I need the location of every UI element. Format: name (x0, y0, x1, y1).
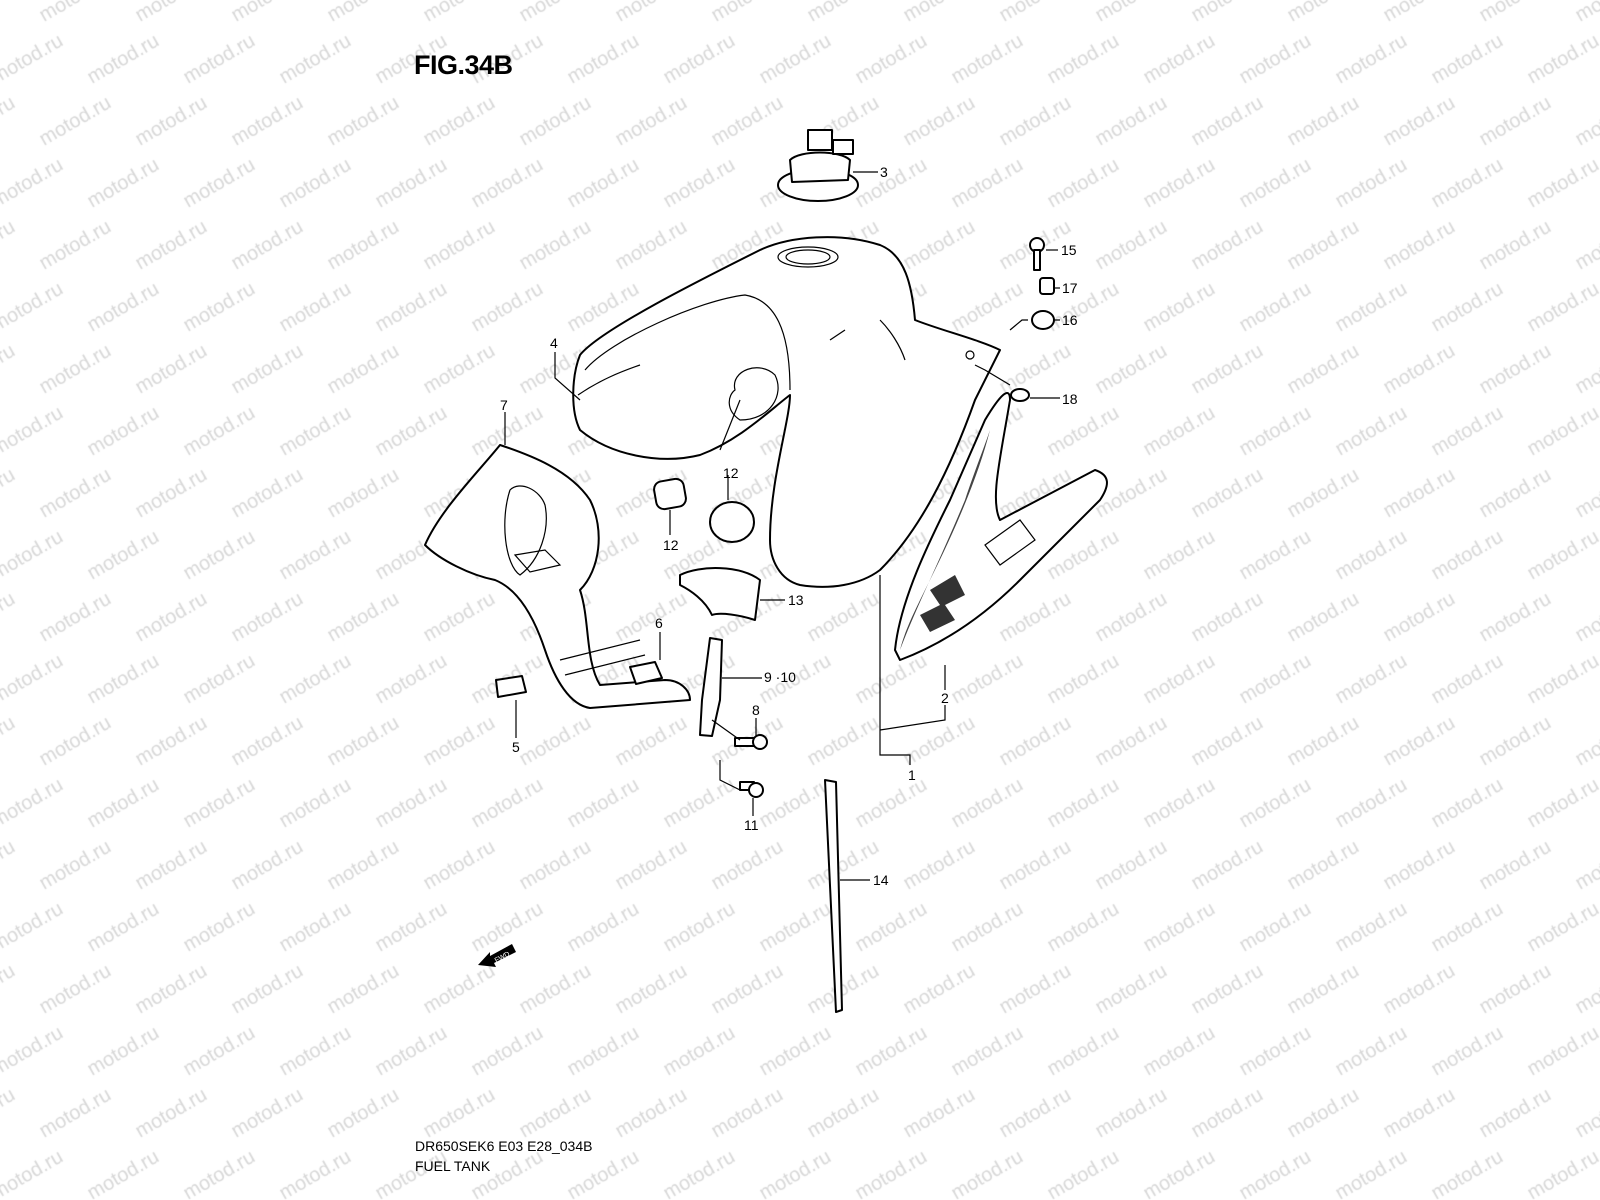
callout-14: 14 (873, 872, 889, 888)
callout-11: 11 (744, 817, 759, 833)
fuel-cap-part-3[interactable] (777, 129, 859, 202)
callout-6: 6 (655, 615, 663, 631)
callout-17: 17 (1062, 280, 1078, 296)
callout-12-upper: 12 (723, 465, 739, 481)
tank-decal-part-2[interactable] (894, 392, 1108, 661)
fuel-tank-part-1[interactable] (572, 236, 1001, 588)
leader-lines (504, 171, 1060, 881)
cushion-part-5[interactable] (495, 675, 527, 698)
tank-shroud-part-7[interactable] (424, 444, 691, 709)
callout-15: 15 (1061, 242, 1077, 258)
bolt-part-8[interactable] (734, 734, 768, 750)
cushion-part-13[interactable] (679, 567, 761, 621)
model-code: DR650SEK6 E03 E28_034B (415, 1138, 593, 1154)
callout-9-10: 9 ·10 (764, 669, 796, 685)
bracket-part-9-10[interactable] (699, 637, 723, 737)
grommet-part-18[interactable] (1010, 388, 1030, 402)
callout-13: 13 (788, 592, 804, 608)
callout-2: 2 (941, 690, 949, 706)
callout-5: 5 (512, 739, 520, 755)
bolt-part-11[interactable] (739, 781, 764, 798)
callout-12-lower: 12 (663, 537, 679, 553)
callout-8: 8 (752, 702, 760, 718)
cushion-part-6[interactable] (629, 661, 663, 685)
callout-labels: 3 15 17 16 18 4 7 12 12 13 6 9 ·10 8 5 1… (500, 164, 1078, 888)
collar-part-17[interactable] (1039, 277, 1055, 295)
cushion-part-16[interactable] (1031, 310, 1055, 330)
callout-3: 3 (880, 164, 888, 180)
callout-7: 7 (500, 397, 508, 413)
cushion-part-12[interactable] (653, 477, 755, 543)
figure-name: FUEL TANK (415, 1158, 491, 1174)
figure-title: FIG.34B (414, 50, 513, 80)
callout-18: 18 (1062, 391, 1078, 407)
callout-4: 4 (550, 335, 558, 351)
callout-16: 16 (1062, 312, 1078, 328)
strap-part-14[interactable] (824, 779, 843, 1013)
callout-1: 1 (908, 767, 916, 783)
bolt-part-15[interactable] (1029, 237, 1045, 271)
fwd-arrow-icon: FWD (478, 944, 516, 967)
